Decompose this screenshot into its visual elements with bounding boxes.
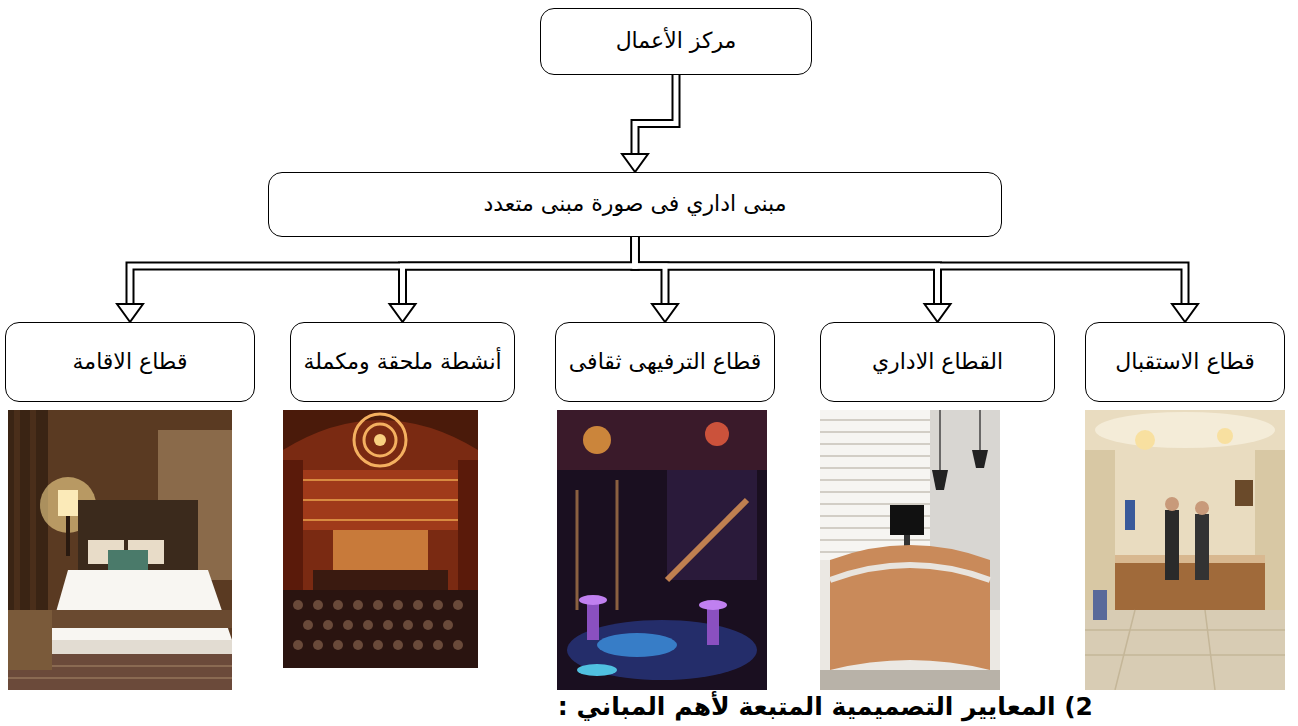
block-arrow: [635, 75, 676, 154]
sector-box: قطاع الاستقبال: [1085, 322, 1285, 402]
process-box: مبنى اداري فى صورة مبنى متعدد: [268, 172, 1002, 237]
arrow-head: [390, 304, 416, 322]
sector-box: القطاع الاداري: [820, 322, 1055, 402]
block-arrow: [635, 237, 665, 304]
concert-hall-photo: [283, 410, 478, 668]
box-label: قطاع الترفيهى ثقافى: [569, 348, 761, 377]
box-label: أنشطة ملحقة ومكملة: [303, 348, 501, 377]
entertainment-photo: [557, 410, 767, 690]
arrow-head: [1172, 304, 1198, 322]
block-arrow: [635, 237, 1185, 304]
arrow-head: [117, 304, 143, 322]
box-label: مبنى اداري فى صورة مبنى متعدد: [483, 190, 786, 219]
block-arrow: [635, 75, 676, 154]
sector-box: قطاع الترفيهى ثقافى: [555, 322, 775, 402]
bedroom-photo: [8, 410, 232, 690]
sector-box: قطاع الاقامة: [5, 322, 255, 402]
lobby-photo: [1085, 410, 1285, 690]
sector-box: أنشطة ملحقة ومكملة: [290, 322, 515, 402]
block-arrow: [130, 237, 635, 304]
block-arrow: [635, 237, 938, 304]
box-label: القطاع الاداري: [872, 348, 1003, 377]
block-arrow: [130, 237, 635, 304]
block-arrow: [403, 237, 636, 304]
box-label: مركز الأعمال: [616, 27, 737, 56]
office-photo: [820, 410, 1000, 690]
box-label: قطاع الاستقبال: [1115, 348, 1255, 377]
box-label: قطاع الاقامة: [73, 348, 188, 377]
block-arrow: [635, 237, 938, 304]
process-box: مركز الأعمال: [540, 8, 812, 75]
arrow-head: [925, 304, 951, 322]
section-heading: 2) المعايير التصميمية المتبعة لأهم المبا…: [558, 692, 1093, 721]
arrow-head: [622, 154, 648, 172]
arrow-head: [652, 304, 678, 322]
block-arrow: [635, 237, 1185, 304]
